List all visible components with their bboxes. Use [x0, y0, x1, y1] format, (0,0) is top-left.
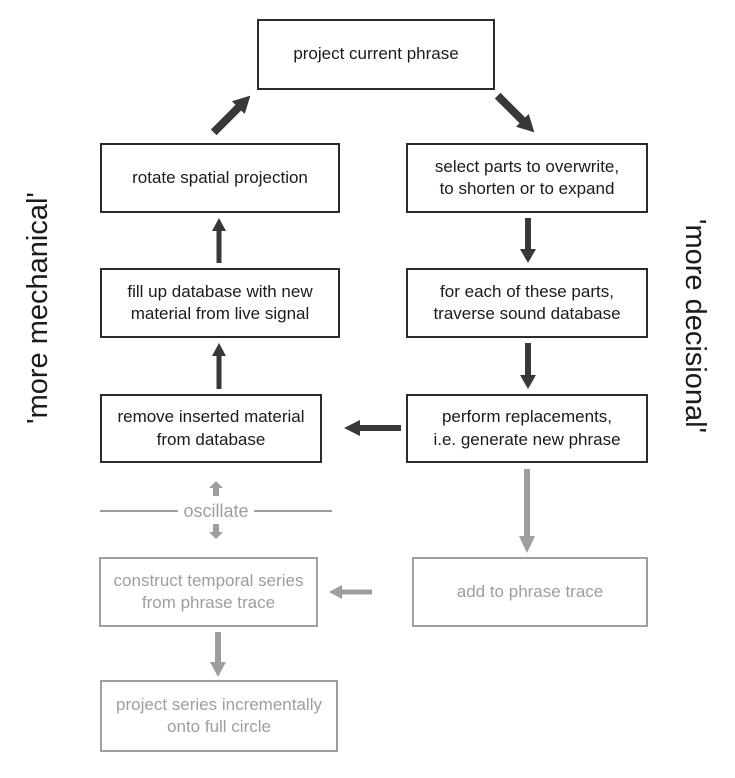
- node-remove-inserted-material: remove inserted material from database: [100, 394, 322, 463]
- node-perform-replacements: perform replacements, i.e. generate new …: [406, 394, 648, 463]
- arrow-down-right-icon: [491, 89, 542, 140]
- arrow-down-icon: [519, 218, 537, 263]
- arrow-up-icon: [211, 343, 227, 389]
- arrow-up-icon: [211, 218, 227, 263]
- arrow-down-icon: [519, 343, 537, 389]
- arrow-down-long-gray-icon: [519, 469, 535, 553]
- label-more-decisional: 'more decisional': [679, 218, 712, 434]
- oscillate-line-right: [254, 510, 332, 512]
- node-project-current-phrase: project current phrase: [257, 19, 495, 90]
- arrow-up-right-icon: [207, 89, 258, 140]
- node-rotate-spatial-projection: rotate spatial projection: [100, 143, 340, 213]
- oscillate-down-icon: [207, 524, 225, 539]
- arrow-left-icon: [344, 419, 401, 437]
- node-fill-up-database: fill up database with new material from …: [100, 268, 340, 338]
- oscillate-up-icon: [207, 481, 225, 496]
- node-select-parts: select parts to overwrite, to shorten or…: [406, 143, 648, 213]
- node-construct-temporal-series: construct temporal series from phrase tr…: [99, 557, 318, 627]
- node-add-to-phrase-trace: add to phrase trace: [412, 557, 648, 627]
- arrow-left-gray-icon: [329, 584, 372, 600]
- label-more-mechanical: 'more mechanical': [21, 192, 54, 424]
- node-traverse-sound-database: for each of these parts, traverse sound …: [406, 268, 648, 338]
- node-project-series-incrementally: project series incrementally onto full c…: [100, 680, 338, 752]
- oscillate-label: oscillate: [183, 501, 249, 521]
- arrow-down-gray-icon: [210, 632, 226, 677]
- oscillate-line-left: [100, 510, 178, 512]
